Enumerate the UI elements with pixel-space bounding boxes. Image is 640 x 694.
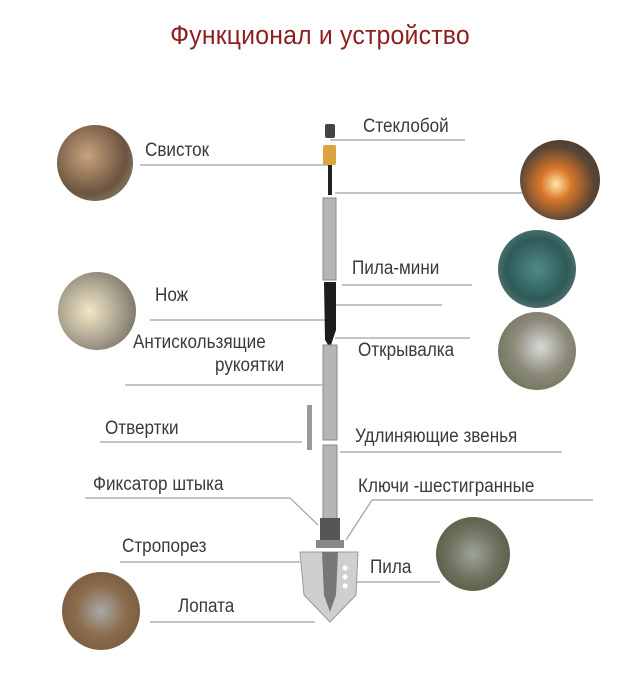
fire-starter-photo [520,140,600,220]
label-extensions: Удлиняющие звенья [355,426,518,447]
leader-lines [85,139,593,623]
label-whistle: Свисток [145,140,210,161]
label-line-cutter: Стропорез [122,536,207,557]
saw-photo [436,517,510,591]
label-bayonet-lock: Фиксатор штыка [93,474,224,495]
label-glass-breaker: Стеклобой [363,116,449,137]
screwdriver-part [307,405,312,450]
label-opener: Открывалка [358,340,455,361]
label-screwdrivers: Отвертки [105,418,179,439]
label-hex-keys: Ключи -шестигранные [358,476,535,497]
glass-breaker-tip [325,124,335,138]
whistle-photo [57,125,133,201]
knife-photo [58,272,136,350]
whistle-part [323,145,336,165]
label-grips-1: Антискользящие [133,332,266,353]
label-mini-saw: Пила-мини [352,258,440,279]
page-title: Функционал и устройство [170,20,470,50]
shovel-photo [62,572,140,650]
mini-saw-photo [498,230,576,308]
opener-photo [498,312,576,390]
label-saw: Пила [370,557,412,578]
label-grips-2: рукоятки [215,355,285,376]
label-shovel: Лопата [178,596,235,617]
label-knife: Нож [155,285,189,306]
knife-part [324,282,336,348]
